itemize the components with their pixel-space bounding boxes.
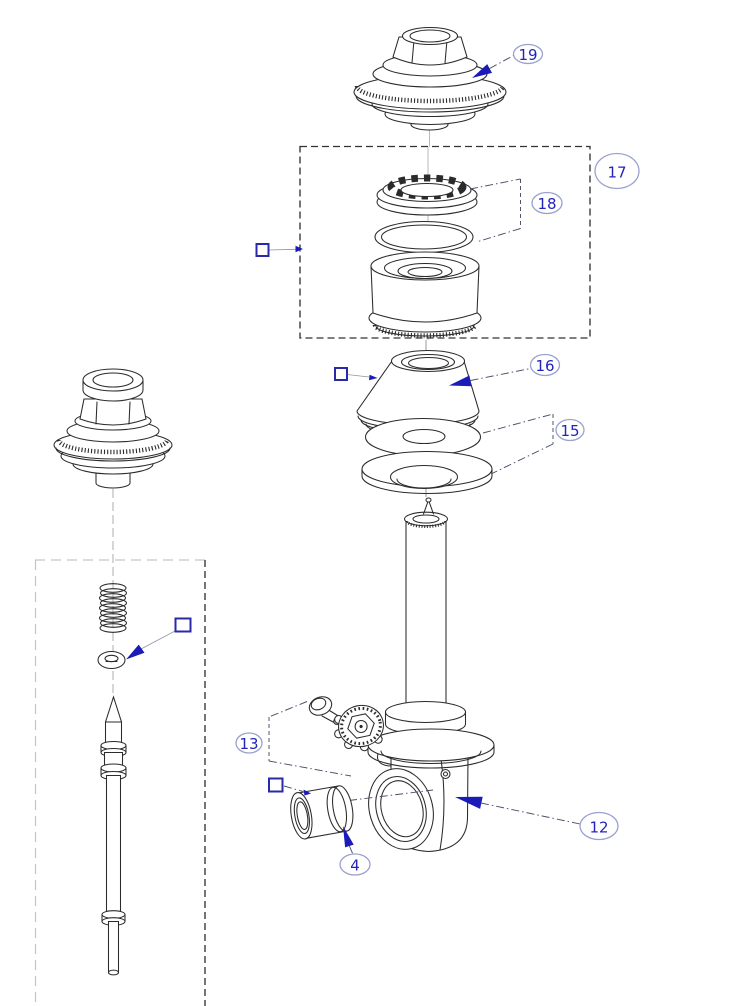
callout-4-arrow: [343, 826, 354, 848]
callout-12-arrow: [455, 796, 483, 809]
marker-square-bushing-arrow: [303, 789, 311, 796]
marker-square-bushing-line: [283, 785, 304, 792]
part-seat-washer: [97, 650, 126, 670]
callout-19-label: 19: [518, 46, 537, 64]
callout-13-bubble: [235, 732, 263, 754]
callout-15[interactable]: 15: [482, 413, 585, 475]
detail-box-17: [299, 145, 591, 339]
part-cap-assembly-left: [53, 368, 173, 489]
callout-19[interactable]: 19: [472, 43, 544, 79]
marker-square-washer[interactable]: [126, 617, 192, 660]
selection-square-icon: [334, 367, 348, 381]
callout-13-label: 13: [239, 735, 258, 753]
callout-4[interactable]: 4: [339, 826, 371, 876]
callout-17[interactable]: 17: [594, 152, 640, 190]
callout-18-leader-top: [469, 178, 521, 190]
part-18-o-ring: [374, 220, 474, 254]
selection-square-icon: [174, 617, 192, 633]
callout-12-label: 12: [589, 819, 608, 837]
marker-square-boot[interactable]: [334, 367, 378, 381]
part-4-bushing: [290, 785, 354, 840]
callout-15-leader-bottom: [490, 443, 554, 475]
callout-16-leader: [470, 368, 531, 381]
marker-square-box17-line: [268, 248, 297, 251]
marker-square-boot-arrow: [369, 374, 378, 381]
part-needle-shaft: [100, 695, 127, 976]
part-17-piston-drum: [368, 251, 482, 338]
callout-4-label: 4: [350, 857, 360, 875]
part-19-cap-assembly: [353, 26, 507, 131]
marker-square-box17[interactable]: [255, 243, 304, 257]
detail-box-left: [34, 559, 206, 1006]
side-port: [368, 768, 434, 850]
part-spring: [98, 583, 128, 633]
part-15-flat-washer: [364, 417, 482, 457]
callout-16-arrow: [449, 375, 472, 387]
callout-18-label: 18: [537, 195, 556, 213]
callout-18-bubble: [531, 191, 563, 215]
callout-13-leader-bottom: [268, 760, 352, 777]
callout-19-arrow: [472, 64, 492, 78]
selection-square-icon: [255, 243, 270, 257]
callout-15-label: 15: [560, 422, 579, 440]
callout-17-bubble: [594, 152, 640, 190]
port-axis-centerline: [348, 789, 434, 801]
callout-13-leader-top: [268, 701, 308, 718]
callout-13[interactable]: 13: [235, 701, 352, 777]
callout-17-label: 17: [607, 164, 626, 182]
callout-12-bubble: [579, 811, 619, 841]
callout-15-leader-top: [482, 413, 554, 434]
part-15-cup-retainer: [361, 450, 493, 495]
marker-square-washer-line: [140, 630, 177, 650]
callout-16-label: 16: [535, 357, 554, 375]
part-12-valve-body: [367, 497, 495, 853]
marker-square-washer-arrow: [126, 644, 145, 660]
callout-16-bubble: [529, 353, 561, 377]
callout-4-bubble: [339, 853, 371, 876]
marker-square-bushing[interactable]: [268, 777, 311, 796]
callout-18-leader-bottom: [477, 228, 521, 242]
callout-4-leader: [348, 845, 354, 855]
callout-16[interactable]: 16: [449, 353, 561, 387]
selection-square-icon: [268, 777, 284, 793]
callout-12-leader: [480, 802, 581, 825]
part-16-boot: [356, 349, 480, 437]
callout-19-leader: [489, 55, 514, 69]
callout-12[interactable]: 12: [455, 796, 619, 841]
part-18-retainer-ring: [376, 174, 478, 216]
callout-19-bubble: [512, 43, 544, 65]
callout-15-bubble: [555, 418, 585, 442]
marker-square-box17-arrow: [295, 245, 303, 253]
callout-18[interactable]: 18: [469, 178, 563, 242]
part-13-locknut: [334, 704, 384, 752]
marker-square-boot-line: [346, 374, 370, 378]
